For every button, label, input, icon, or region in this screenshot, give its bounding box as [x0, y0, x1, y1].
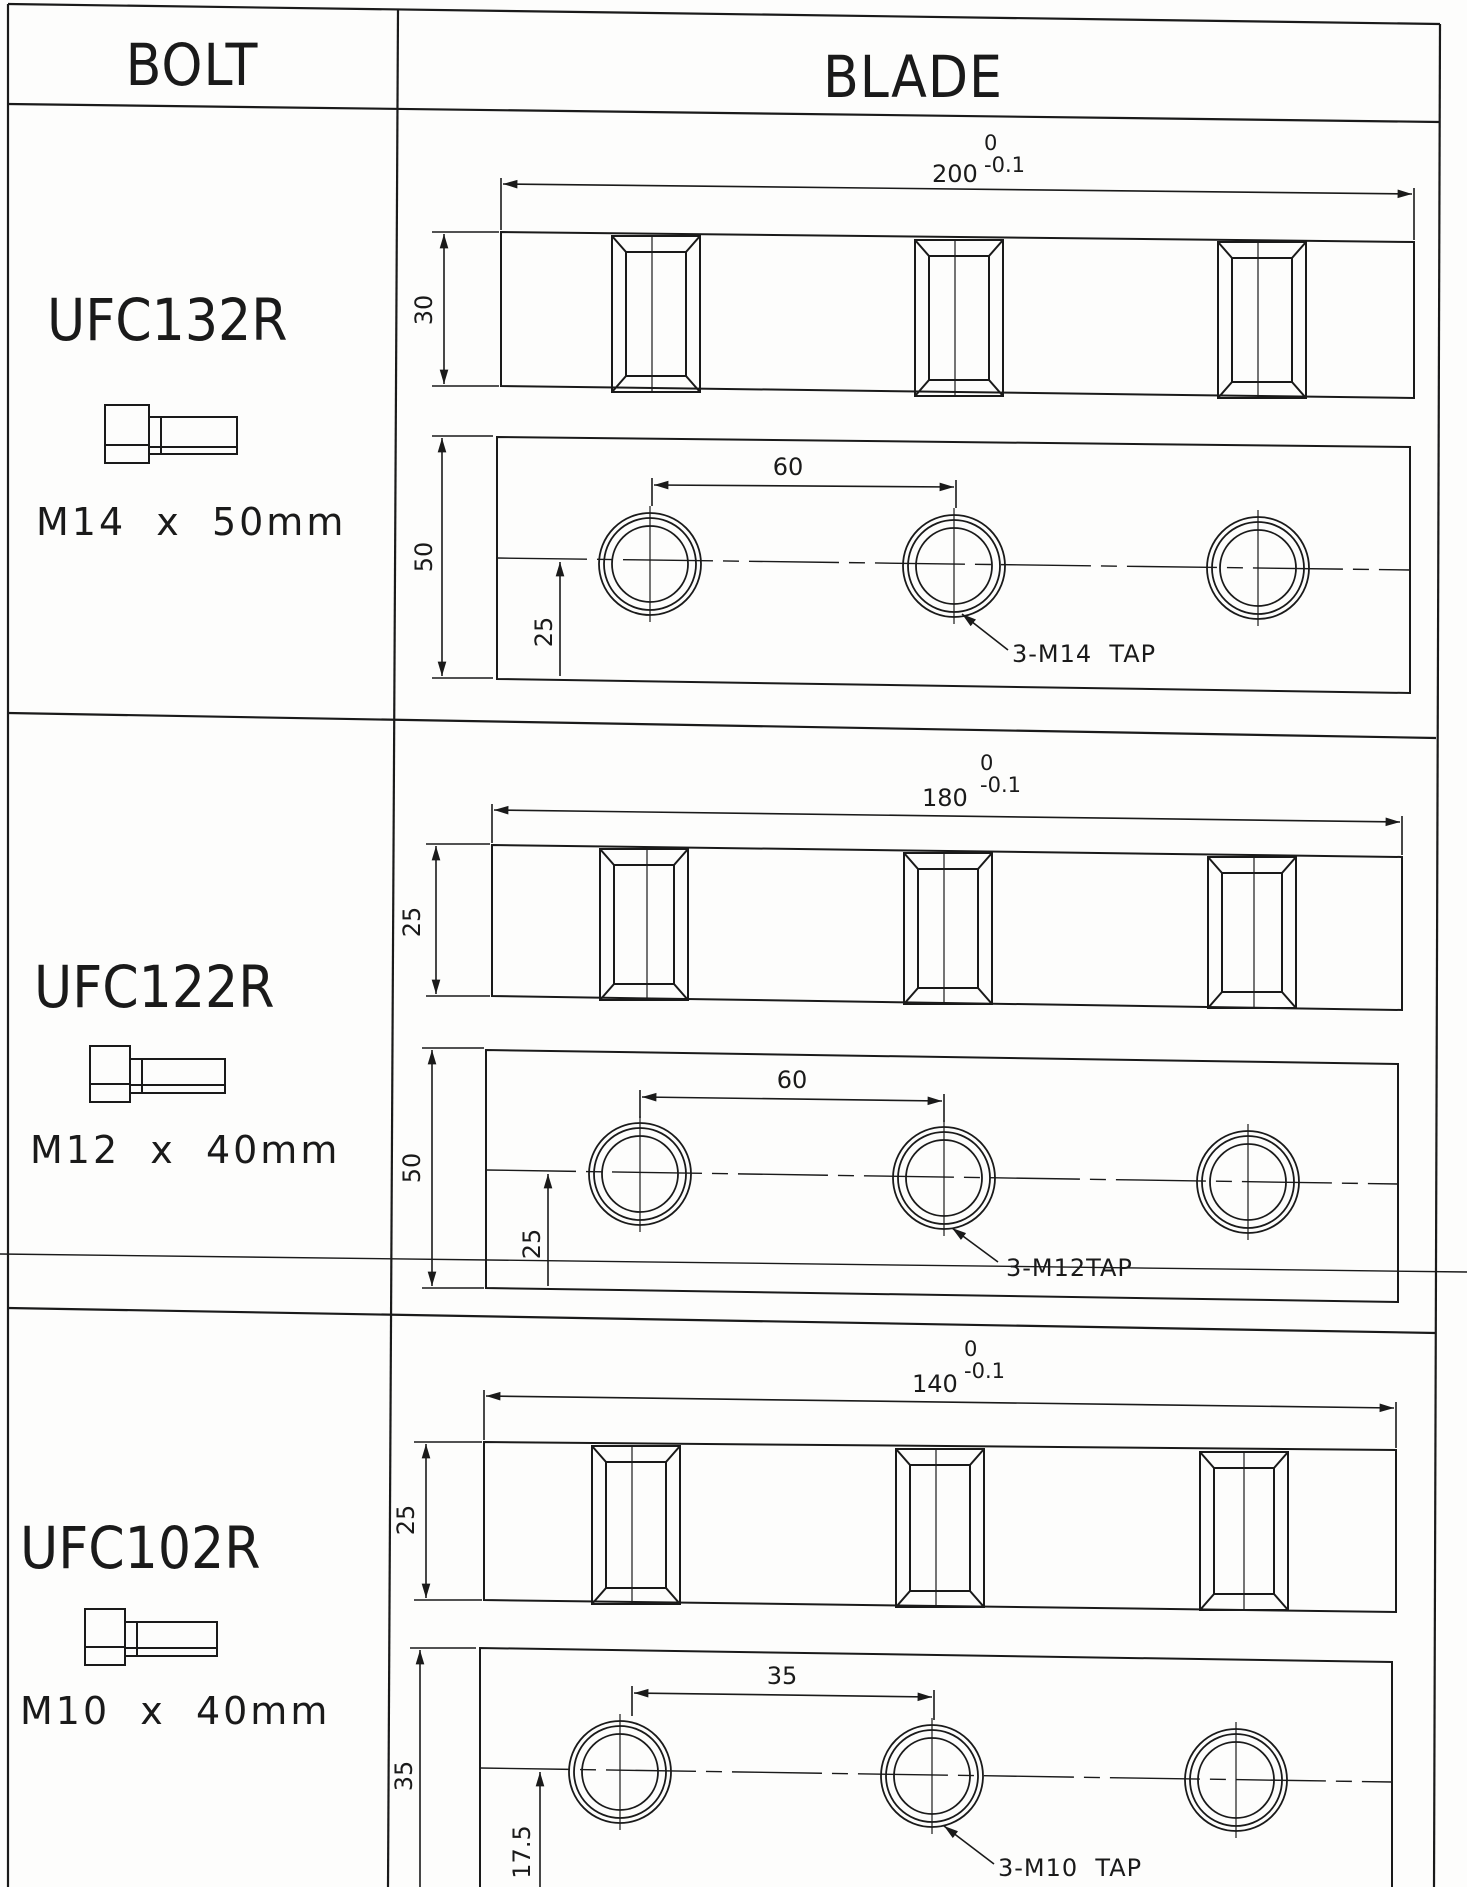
center-height-value: 25 [518, 1229, 546, 1260]
length-dimension [491, 804, 1403, 855]
width-dimension [432, 435, 493, 679]
length-value: 140 [912, 1370, 958, 1398]
thickness-value: 25 [398, 907, 426, 938]
thickness-dimension [426, 843, 490, 997]
row-ufc102r: UFC102R M10 x 40mm [20, 1337, 1397, 1887]
thickness-dimension [414, 1441, 482, 1601]
tolerance-lower: -0.1 [980, 773, 1021, 797]
tap-leader [951, 1227, 999, 1263]
bolt-icon [84, 1608, 218, 1666]
blade-top-view [485, 1048, 1399, 1304]
length-dimension [483, 1390, 1397, 1448]
model-label: UFC102R [20, 1514, 261, 1582]
center-height-value: 25 [530, 617, 558, 648]
tap-leader [943, 1825, 995, 1865]
blade-top-view [479, 1646, 1393, 1887]
blade-top-view [496, 435, 1411, 695]
width-value: 35 [390, 1761, 418, 1792]
bolt-spec: M14 x 50mm [36, 500, 346, 544]
width-dimension [422, 1047, 484, 1289]
hole-spacing-dimension [639, 1090, 945, 1122]
bolt-spec: M10 x 40mm [20, 1689, 330, 1733]
width-value: 50 [398, 1153, 426, 1184]
length-value: 200 [932, 160, 978, 188]
hole-spacing-value: 60 [773, 453, 804, 481]
center-height-value: 17.5 [508, 1825, 536, 1878]
tolerance-upper: 0 [984, 131, 997, 155]
blade-side-view [491, 843, 1403, 1012]
blade-side-view [483, 1440, 1397, 1614]
tolerance-upper: 0 [964, 1337, 977, 1361]
bolt-spec: M12 x 40mm [30, 1128, 340, 1172]
row-ufc132r: UFC132R M14 x 50mm [36, 131, 1415, 695]
bolt-icon [89, 1045, 226, 1103]
tap-callout: 3-M12TAP [1006, 1254, 1133, 1282]
row-ufc122r: UFC122R M12 x 40mm [30, 751, 1403, 1304]
model-label: UFC122R [34, 953, 275, 1021]
hole-spacing-dimension [631, 1686, 935, 1720]
length-value: 180 [922, 784, 968, 812]
blade-side-view [500, 230, 1415, 400]
tolerance-lower: -0.1 [964, 1359, 1005, 1383]
thickness-value: 25 [392, 1505, 420, 1536]
length-dimension [500, 178, 1415, 240]
tap-leader [961, 613, 1009, 651]
thickness-value: 30 [410, 295, 438, 326]
width-dimension [410, 1647, 476, 1887]
width-value: 50 [410, 542, 438, 573]
bolt-icon [104, 404, 238, 464]
tap-callout: 3-M10 TAP [998, 1854, 1142, 1882]
hole-spacing-value: 60 [777, 1066, 808, 1094]
tolerance-lower: -0.1 [984, 153, 1025, 177]
hole-spacing-value: 35 [767, 1662, 798, 1690]
tolerance-upper: 0 [980, 751, 993, 775]
bolt-header: BOLT [126, 31, 259, 99]
thickness-dimension [432, 231, 499, 387]
hole-spacing-dimension [651, 478, 957, 508]
tap-callout: 3-M14 TAP [1012, 640, 1156, 668]
model-label: UFC132R [47, 286, 288, 354]
blade-header: BLADE [823, 43, 1003, 111]
